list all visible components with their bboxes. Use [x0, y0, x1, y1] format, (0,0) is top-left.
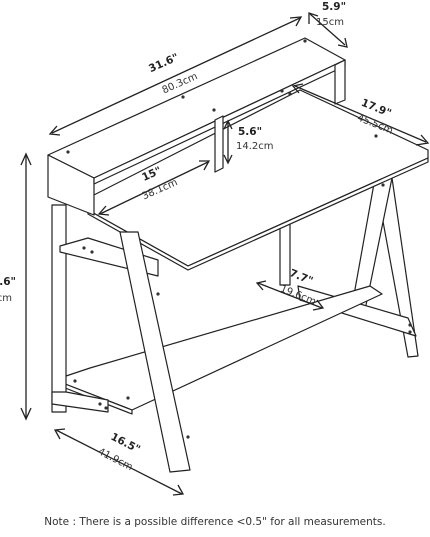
- shelf-height-cm-label: 14.2cm: [236, 141, 274, 152]
- screw-hole: [374, 134, 378, 138]
- screw-hole: [280, 89, 284, 93]
- screw-hole: [408, 330, 412, 334]
- shelf-height-arrow-top: [223, 119, 233, 130]
- hutch-depth-inch-label: 5.9": [322, 1, 346, 13]
- screw-holes: [66, 39, 412, 439]
- dimension-lines: [20, 12, 430, 496]
- bottom-shelf-arrow-right: [312, 299, 325, 311]
- desk-depth-dimension-line: [294, 85, 427, 143]
- side-width-arrow-left: [53, 428, 66, 440]
- screw-hole: [126, 396, 130, 400]
- desk-top-edge: [87, 157, 429, 271]
- height-cm-label: 90.4cm: [0, 293, 12, 304]
- hutch-depth-cm-label: 15cm: [316, 17, 344, 28]
- bottom-shelf-dimension-line: [257, 282, 323, 309]
- side-width-dimension-line: [55, 429, 183, 495]
- hutch-right-end: [334, 59, 346, 105]
- left-front-leg: [119, 231, 191, 473]
- screw-hole: [288, 92, 292, 96]
- screw-hole: [82, 246, 86, 250]
- desk-depth-arrow-right: [415, 134, 430, 146]
- shelf-height-arrow-bottom: [223, 154, 233, 165]
- screw-hole: [98, 402, 102, 406]
- measurement-note: Note : There is a possible difference <0…: [44, 516, 386, 528]
- hutch-side-panel: [47, 154, 95, 216]
- shelf-height-inch-label: 5.6": [238, 126, 262, 138]
- shelf-width-arrow-left: [97, 205, 110, 216]
- screw-hole: [303, 39, 307, 43]
- screw-hole: [212, 108, 216, 112]
- width-arrow-left: [48, 125, 61, 136]
- width-arrow-right: [289, 16, 303, 27]
- screw-hole: [90, 250, 94, 254]
- screw-hole: [381, 183, 385, 187]
- height-arrow-top: [20, 152, 32, 166]
- side-width-arrow-right: [172, 484, 185, 496]
- left-rear-leg: [51, 204, 67, 413]
- screw-hole: [181, 95, 185, 99]
- screw-hole: [186, 435, 190, 439]
- shelf-width-dimension-line: [99, 161, 209, 215]
- hutch-depth-arrow-bottom: [337, 37, 348, 48]
- shelf-width-arrow-right: [199, 160, 211, 171]
- screw-hole: [104, 406, 108, 410]
- width-inch-label: 31.6": [147, 51, 181, 75]
- hutch-divider: [214, 115, 224, 173]
- height-arrow-bottom: [20, 407, 32, 421]
- left-foot: [51, 391, 109, 413]
- bottom-shelf: [59, 285, 383, 411]
- screw-hole: [73, 379, 77, 383]
- width-dimension-line: [51, 17, 301, 134]
- desk-outline: [47, 37, 429, 473]
- screw-hole: [156, 292, 160, 296]
- screw-hole: [66, 150, 70, 154]
- desk-depth-arrow-left: [291, 83, 304, 94]
- screw-hole: [408, 323, 412, 327]
- bottom-shelf-inch-label: 7.7": [288, 267, 315, 287]
- height-inch-label: 35.6": [0, 276, 16, 288]
- bottom-shelf-arrow-left: [255, 280, 267, 291]
- hutch-depth-arrow-top: [308, 12, 319, 24]
- hutch-depth-dimension-line: [309, 13, 346, 46]
